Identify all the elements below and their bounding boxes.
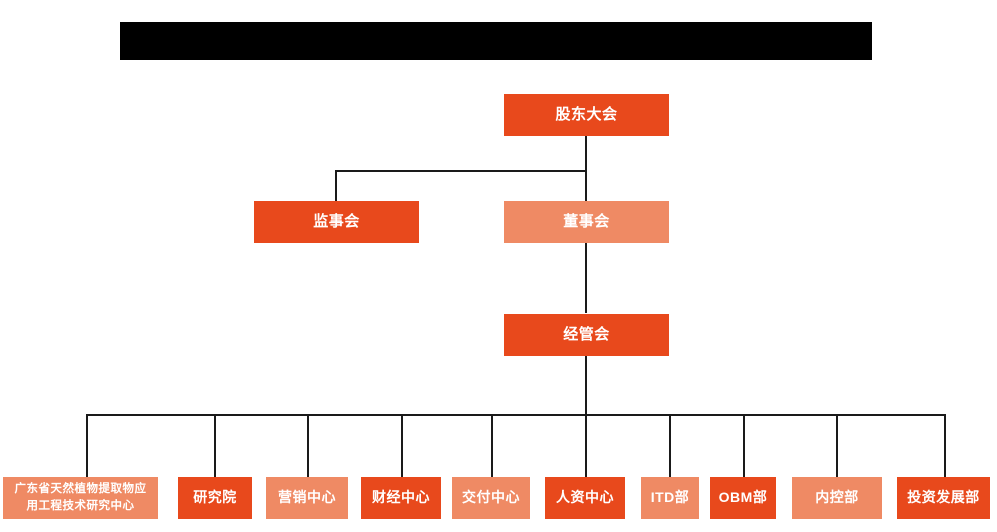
node-management-committee[interactable]: 经管会 — [504, 314, 669, 356]
connector-department-bus — [86, 414, 945, 416]
department-node-obm[interactable]: OBM部 — [710, 477, 776, 519]
node-board-of-directors[interactable]: 董事会 — [504, 201, 669, 243]
node-shareholders-meeting[interactable]: 股东大会 — [504, 94, 669, 136]
connector-level2-bar — [335, 170, 587, 172]
connector-to-supervisors — [335, 170, 337, 202]
connector-management-to-bus — [585, 356, 587, 416]
department-label-line-2: 用工程技术研究中心 — [26, 500, 135, 512]
department-node-hr-center[interactable]: 人资中心 — [545, 477, 625, 519]
department-node-investment-development[interactable]: 投资发展部 — [897, 477, 990, 519]
node-board-of-supervisors[interactable]: 监事会 — [254, 201, 419, 243]
connector-leg-1 — [86, 414, 88, 477]
connector-leg-6 — [585, 414, 587, 477]
redacted-title-bar — [120, 22, 872, 60]
department-label-line-1: 广东省天然植物提取物应 — [14, 483, 147, 496]
connector-leg-4 — [401, 414, 403, 477]
department-node-marketing-center[interactable]: 营销中心 — [266, 477, 348, 519]
department-node-internal-control[interactable]: 内控部 — [792, 477, 882, 519]
department-node-research-institute[interactable]: 研究院 — [178, 477, 252, 519]
connector-leg-9 — [836, 414, 838, 477]
connector-leg-10 — [944, 414, 946, 477]
connector-leg-2 — [214, 414, 216, 477]
connector-directors-to-management — [585, 242, 587, 313]
department-node-itd[interactable]: ITD部 — [641, 477, 699, 519]
department-node-finance-center[interactable]: 财经中心 — [361, 477, 441, 519]
connector-shareholders-to-junction — [585, 136, 587, 172]
department-node-delivery-center[interactable]: 交付中心 — [452, 477, 530, 519]
connector-leg-8 — [743, 414, 745, 477]
department-node-guangdong-research-center[interactable]: 广东省天然植物提取物应 用工程技术研究中心 — [3, 477, 158, 519]
connector-leg-5 — [491, 414, 493, 477]
connector-to-directors — [585, 170, 587, 202]
connector-leg-7 — [669, 414, 671, 477]
connector-leg-3 — [307, 414, 309, 477]
